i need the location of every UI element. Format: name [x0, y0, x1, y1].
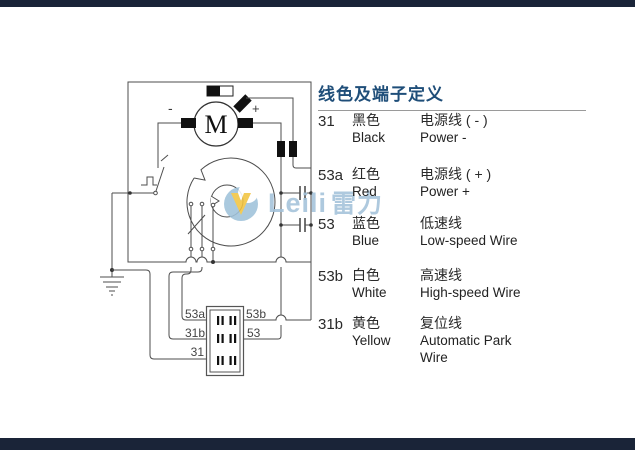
- wire-function-en: Automatic Park Wire: [420, 333, 512, 365]
- thermal-fuse-symbol: [206, 85, 234, 97]
- wire-color-en: Black: [352, 130, 386, 145]
- wire-color-en: White: [352, 285, 387, 300]
- wire-function-cn: 低速线: [420, 215, 462, 231]
- plus-terminal-label: +: [252, 101, 260, 116]
- pin-label-53a: 53a: [185, 307, 205, 321]
- wire-function-en: Power -: [420, 130, 467, 145]
- circuit-box: [127, 81, 312, 263]
- minus-wiring: [111, 122, 181, 277]
- wire-function-cn: 电源线 ( + ): [420, 166, 492, 182]
- connector-block: [205, 305, 245, 377]
- legend-row-53b: 53b 白色 White 高速线 High-speed Wire: [318, 267, 532, 301]
- wire-color-en: Blue: [352, 233, 380, 248]
- bottom-border-bar: [0, 438, 635, 450]
- pin-label-31: 31: [191, 345, 205, 359]
- top-border-bar: [0, 0, 635, 7]
- wire-function-en: Power +: [420, 184, 470, 199]
- motor-symbol: [181, 94, 253, 147]
- plus-wiring: [243, 97, 311, 340]
- park-switch-contacts: [187, 201, 216, 252]
- wire-color-cn: 黄色: [352, 315, 380, 331]
- terminal-number: 31b: [318, 316, 344, 333]
- wire-color-en: Yellow: [352, 333, 391, 348]
- minus-terminal-label: -: [168, 100, 173, 116]
- legend-title: 线色及端子定义: [318, 85, 444, 104]
- pin-label-31b: 31b: [185, 326, 205, 340]
- pin-label-53: 53: [247, 326, 261, 340]
- choke-left: [277, 141, 285, 157]
- choke-right: [289, 141, 297, 157]
- motor-label: M: [204, 110, 227, 139]
- park-cam-disc: [186, 157, 276, 247]
- legend-row-31: 31 黑色 Black 电源线 ( - ) Power -: [318, 112, 532, 146]
- wire-color-cn: 黑色: [352, 112, 380, 128]
- terminal-number: 53b: [318, 268, 344, 285]
- capacitor-top: [279, 186, 313, 200]
- switch-actuator: [141, 176, 157, 186]
- wire-color-cn: 蓝色: [352, 215, 380, 231]
- legend-panel: 线色及端子定义 31 黑色 Black 电源线 ( - ) Power - 53…: [318, 80, 618, 365]
- connector-pins: [217, 316, 237, 365]
- terminal-number: 31: [318, 113, 335, 130]
- high-speed-brush: [233, 94, 252, 113]
- wire-color-cn: 红色: [352, 166, 380, 182]
- legend-title-underline: [318, 110, 586, 111]
- connector-feed-wires: [110, 251, 312, 360]
- pin-label-53b: 53b: [246, 307, 266, 321]
- wire-function-cn: 复位线: [420, 315, 462, 331]
- terminal-number: 53: [318, 216, 335, 233]
- legend-row-53a: 53a 红色 Red 电源线 ( + ) Power +: [318, 166, 532, 200]
- wire-function-en: High-speed Wire: [420, 285, 521, 300]
- wire-function-cn: 电源线 ( - ): [420, 112, 488, 128]
- terminal-number: 53a: [318, 167, 344, 184]
- wire-function-en: Low-speed Wire: [420, 233, 518, 248]
- ground-symbol: [100, 276, 124, 296]
- legend-row-53: 53 蓝色 Blue 低速线 Low-speed Wire: [318, 215, 532, 249]
- capacitor-bottom: [279, 218, 313, 232]
- wire-color-cn: 白色: [352, 267, 380, 283]
- wire-function-cn: 高速线: [420, 267, 462, 283]
- legend-row-31b: 31b 黄色 Yellow 复位线 Automatic Park Wire: [318, 315, 532, 366]
- wire-color-en: Red: [352, 184, 377, 199]
